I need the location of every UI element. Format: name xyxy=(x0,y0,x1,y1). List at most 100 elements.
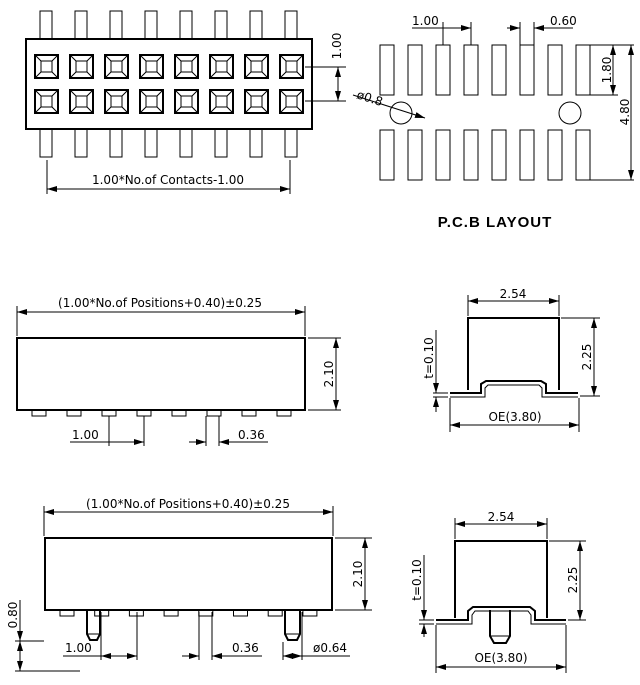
thickness-label: t=0.10 xyxy=(422,337,436,378)
cavity-outer xyxy=(174,89,199,114)
post-length-label: 0.80 xyxy=(6,602,20,629)
lead-width-label: 0.36 xyxy=(232,641,259,655)
top-pin xyxy=(249,10,263,40)
smt-lead xyxy=(436,606,566,621)
pad-pitch-label: 1.00 xyxy=(412,14,439,28)
cavity-outer xyxy=(209,54,234,79)
locating-post-left xyxy=(86,610,101,641)
contact-cavity xyxy=(104,54,129,79)
smt-lead-foot xyxy=(66,409,82,417)
cavity-outer xyxy=(69,54,94,79)
cavity-inner xyxy=(40,95,53,108)
smt-lead-foot xyxy=(206,409,222,417)
cavity-outer xyxy=(279,54,304,79)
contact-cavity xyxy=(34,54,59,79)
smt-lead-foot xyxy=(171,409,187,417)
cavity-outer xyxy=(34,89,59,114)
thickness-label: t=0.10 xyxy=(410,559,424,600)
end-view-body xyxy=(467,317,560,390)
top-pin xyxy=(284,10,298,40)
pcb-pad-bottom xyxy=(407,129,423,181)
cavity-chamfer xyxy=(139,54,164,79)
locating-post-right xyxy=(284,610,301,641)
pcb-pad-top xyxy=(379,44,395,96)
cavity-inner xyxy=(250,60,263,73)
height-label: 2.25 xyxy=(580,344,594,371)
smt-lead-foot xyxy=(233,609,248,617)
smt-lead-foot xyxy=(163,609,179,617)
cavity-chamfer xyxy=(244,89,269,114)
cavity-chamfer xyxy=(69,54,94,79)
contact-cavity xyxy=(139,54,164,79)
contact-cavity xyxy=(244,89,269,114)
cavity-chamfer xyxy=(279,54,304,79)
cavity-inner xyxy=(250,95,263,108)
top-pin xyxy=(179,10,193,40)
locating-hole-left xyxy=(389,101,413,125)
cavity-outer xyxy=(104,54,129,79)
pcb-pad-top xyxy=(519,44,535,96)
contact-cavity xyxy=(279,54,304,79)
cavity-outer xyxy=(209,89,234,114)
width-label: 2.54 xyxy=(488,510,515,524)
pcb-pad-top xyxy=(463,44,479,96)
length-label: 1.00*No.of Contacts-1.00 xyxy=(92,173,244,187)
contact-cavity xyxy=(209,54,234,79)
cavity-outer xyxy=(139,54,164,79)
pcb-pad-top xyxy=(575,44,591,96)
cavity-chamfer xyxy=(139,89,164,114)
post-diameter-label: ø0.64 xyxy=(313,641,347,655)
cavity-inner xyxy=(180,60,193,73)
pitch-label: 1.00 xyxy=(65,641,92,655)
side-view-body xyxy=(44,537,333,611)
smt-lead-foot xyxy=(94,609,110,617)
end-view-smt: 2.54 2.25 t=0.10 OE(3.80) xyxy=(422,287,600,432)
contact-cavity xyxy=(69,89,94,114)
height-label: 2.10 xyxy=(351,561,365,588)
end-view-body xyxy=(454,540,548,618)
top-view-body xyxy=(25,38,313,130)
width-label: 2.54 xyxy=(500,287,527,301)
locating-post xyxy=(489,610,511,644)
top-pin xyxy=(39,10,53,40)
bottom-pin xyxy=(214,128,228,158)
smt-lead-foot xyxy=(136,409,152,417)
contact-cavity xyxy=(209,89,234,114)
cavity-outer xyxy=(69,89,94,114)
pcb-layout: ø0.8 1.00 0.60 1.80 4.80 P.C.B LAYOUT xyxy=(352,14,634,231)
smt-lead xyxy=(450,380,578,394)
cavity-chamfer xyxy=(34,54,59,79)
pcb-pad-bottom xyxy=(575,129,591,181)
contact-cavity xyxy=(174,89,199,114)
cavity-outer xyxy=(174,54,199,79)
smt-lead-foot xyxy=(128,609,144,617)
pcb-pad-top xyxy=(547,44,563,96)
cavity-inner xyxy=(285,60,298,73)
cavity-outer xyxy=(244,54,269,79)
pcb-pad-bottom xyxy=(491,129,507,181)
contact-cavity xyxy=(174,54,199,79)
bottom-pin xyxy=(109,128,123,158)
span-label: OE(3.80) xyxy=(474,651,527,665)
pcb-pad-bottom xyxy=(519,129,535,181)
lead-width-label: 0.36 xyxy=(238,428,265,442)
smt-lead-foot xyxy=(267,609,283,617)
cavity-inner xyxy=(110,60,123,73)
contact-cavity xyxy=(104,89,129,114)
bottom-pin xyxy=(249,128,263,158)
height-label: 2.25 xyxy=(566,567,580,594)
cavity-outer xyxy=(34,54,59,79)
cavity-inner xyxy=(40,60,53,73)
cavity-chamfer xyxy=(104,89,129,114)
pcb-pad-bottom xyxy=(547,129,563,181)
cavity-chamfer xyxy=(174,89,199,114)
side-view-body xyxy=(16,337,306,411)
end-view-with-post: 2.54 2.25 t=0.10 OE(3.80) xyxy=(410,510,586,673)
contact-cavity xyxy=(244,54,269,79)
bottom-pin xyxy=(284,128,298,158)
cavity-chamfer xyxy=(209,54,234,79)
pcb-pad-bottom xyxy=(463,129,479,181)
cavity-chamfer xyxy=(69,89,94,114)
pcb-pad-bottom xyxy=(435,129,451,181)
